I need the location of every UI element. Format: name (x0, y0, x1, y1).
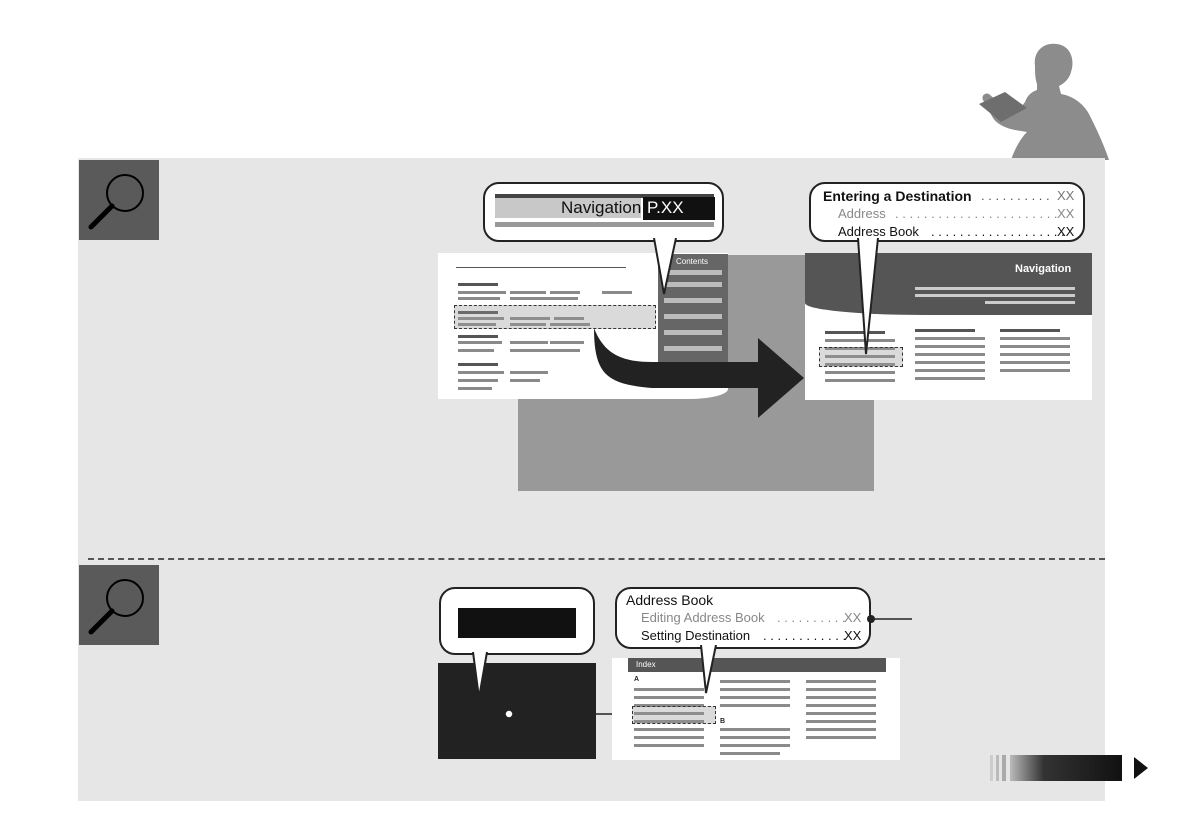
index-callout-item-page: XX (844, 628, 862, 643)
index-callout-heading: Address Book (626, 592, 714, 608)
index-callout-item-label: Editing Address Book (641, 610, 765, 625)
callout-pointer (653, 238, 677, 295)
annotation-leader-line (867, 615, 912, 623)
chapter-highlight (819, 347, 903, 367)
screen-callout (439, 587, 595, 655)
magnifier-tile-bottom (79, 565, 159, 645)
toc-tab-column: Contents (658, 254, 728, 364)
chapter-title: Navigation (1015, 263, 1072, 275)
index-callout-item-label: Setting Destination (641, 628, 751, 643)
toc-callout-section: Navigation (561, 198, 642, 217)
index-letter: B (720, 718, 726, 725)
callout-pointer (472, 652, 488, 699)
chapter-callout-heading-page: XX (1057, 188, 1075, 203)
chapter-callout: Entering a Destination . . . . . . . . .… (809, 182, 1085, 242)
magnifier-tile-top (79, 160, 159, 240)
chapter-callout-item-page: XX (1057, 224, 1075, 239)
chapter-page-illustration: Navigation (805, 253, 1092, 400)
chapter-callout-item-page: XX (1057, 206, 1075, 221)
index-page-illustration: Index A B (612, 658, 900, 760)
index-callout: Address Book Editing Address Book . . . … (615, 587, 871, 649)
screen-illustration (438, 663, 596, 759)
toc-highlight (454, 305, 656, 329)
callout-pointer (857, 238, 879, 355)
toc-tab-label: Contents (676, 257, 709, 266)
index-letter: A (634, 676, 640, 683)
next-page-arrow-icon[interactable] (990, 753, 1150, 783)
toc-callout-page: P.XX (647, 198, 684, 217)
page-ref-box: P.XX (643, 197, 715, 220)
magnifier-icon (88, 579, 144, 635)
toc-callout: Navigation P.XX (483, 182, 724, 242)
reading-person-icon (979, 43, 1109, 160)
index-callout-item-page: XX (844, 610, 862, 625)
index-highlight (632, 706, 716, 724)
index-tab-label: Index (636, 660, 656, 669)
curved-arrow-icon (594, 328, 804, 418)
next-page-button[interactable] (990, 753, 1150, 783)
chapter-callout-heading: Entering a Destination (823, 188, 972, 204)
magnifier-icon (88, 174, 144, 230)
section-divider (88, 558, 1105, 560)
chapter-callout-item-label: Address Book (838, 224, 919, 239)
callout-pointer (700, 645, 717, 694)
chapter-callout-item-label: Address (838, 206, 886, 221)
